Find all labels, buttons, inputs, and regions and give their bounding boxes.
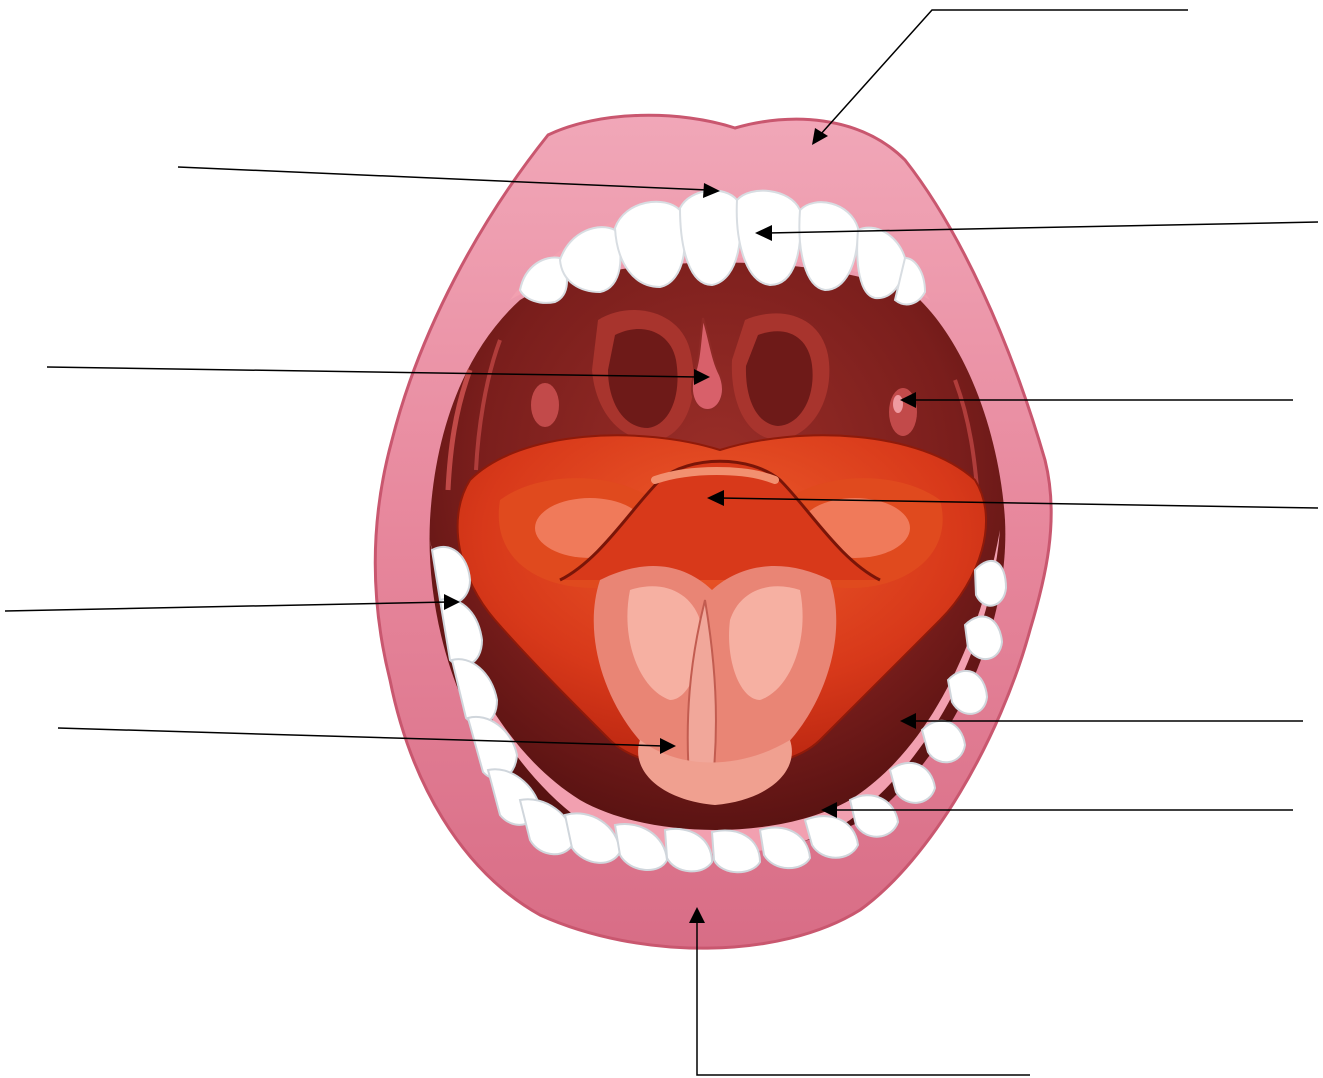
tonsil-left <box>531 383 559 427</box>
tonsil-right-highlight <box>893 395 903 413</box>
arrow-upper-lip <box>820 10 1188 135</box>
